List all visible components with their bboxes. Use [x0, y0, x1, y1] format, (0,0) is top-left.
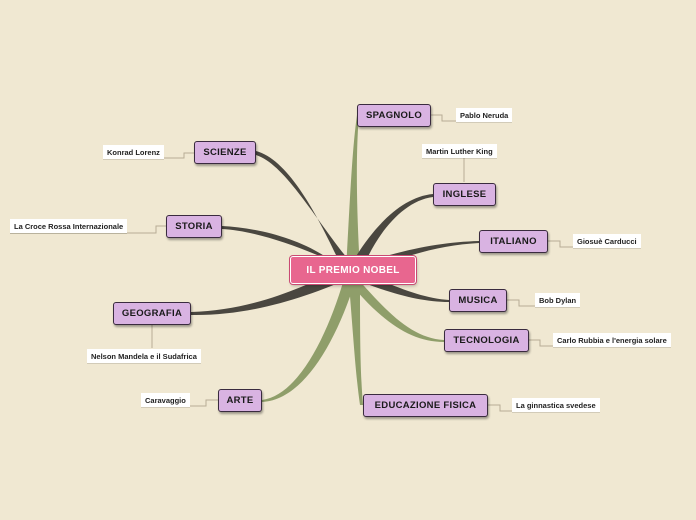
branch-label: STORIA [175, 221, 213, 232]
branch-node-arte[interactable]: ARTE [218, 389, 262, 412]
branch-label: EDUCAZIONE FISICA [374, 400, 477, 411]
branch-node-tecnologia[interactable]: TECNOLOGIA [444, 329, 529, 352]
leaf-connector-spagnolo [431, 114, 457, 122]
branch-node-inglese[interactable]: INGLESE [433, 183, 496, 206]
connector-educazione [348, 272, 363, 405]
leaf-nelson-mandela[interactable]: Nelson Mandela e il Sudafrica [87, 349, 201, 363]
branch-node-geografia[interactable]: GEOGRAFIA [113, 302, 191, 325]
leaf-konrad-lorenz[interactable]: Konrad Lorenz [103, 145, 164, 159]
branch-label: ITALIANO [490, 236, 537, 247]
leaf-pablo-neruda[interactable]: Pablo Neruda [456, 108, 513, 122]
branch-node-spagnolo[interactable]: SPAGNOLO [357, 104, 431, 127]
leaf-carlo-rubbia[interactable]: Carlo Rubbia e l'energia solare [553, 333, 671, 347]
branch-label: GEOGRAFIA [121, 308, 183, 319]
branch-label: ARTE [226, 395, 254, 406]
central-topic[interactable]: IL PREMIO NOBEL [290, 256, 416, 284]
branch-node-musica[interactable]: MUSICA [449, 289, 507, 312]
leaf-martin-luther-king[interactable]: Martin Luther King [422, 144, 497, 158]
central-topic-label: IL PREMIO NOBEL [306, 264, 400, 276]
leaf-connector-storia [10, 225, 166, 234]
branch-label: MUSICA [458, 295, 498, 306]
branch-node-storia[interactable]: STORIA [166, 215, 222, 238]
branch-label: TECNOLOGIA [453, 335, 520, 346]
leaf-giosue-carducci[interactable]: Giosuè Carducci [573, 234, 641, 248]
leaf-connector-tecnologia [529, 339, 554, 347]
connector-scienze [256, 151, 357, 270]
leaf-connector-musica [507, 299, 536, 307]
connector-spagnolo [346, 115, 360, 270]
connector-inglese [348, 194, 433, 270]
leaf-caravaggio[interactable]: Caravaggio [141, 393, 190, 407]
connector-arte [262, 272, 358, 402]
branch-label: SCIENZE [203, 147, 247, 158]
leaf-ginnastica-svedese[interactable]: La ginnastica svedese [512, 398, 600, 412]
branch-label: INGLESE [442, 189, 487, 200]
branch-label: SPAGNOLO [365, 110, 423, 121]
leaf-croce-rossa[interactable]: La Croce Rossa Internazionale [10, 219, 128, 233]
leaf-bob-dylan[interactable]: Bob Dylan [535, 293, 581, 307]
leaf-connector-italiano [548, 240, 573, 248]
branch-node-scienze[interactable]: SCIENZE [194, 141, 256, 164]
branch-node-italiano[interactable]: ITALIANO [479, 230, 548, 253]
branch-node-educazione-fisica[interactable]: EDUCAZIONE FISICA [363, 394, 488, 417]
leaf-connectors [10, 114, 573, 412]
leaf-connector-educazione [488, 404, 513, 412]
